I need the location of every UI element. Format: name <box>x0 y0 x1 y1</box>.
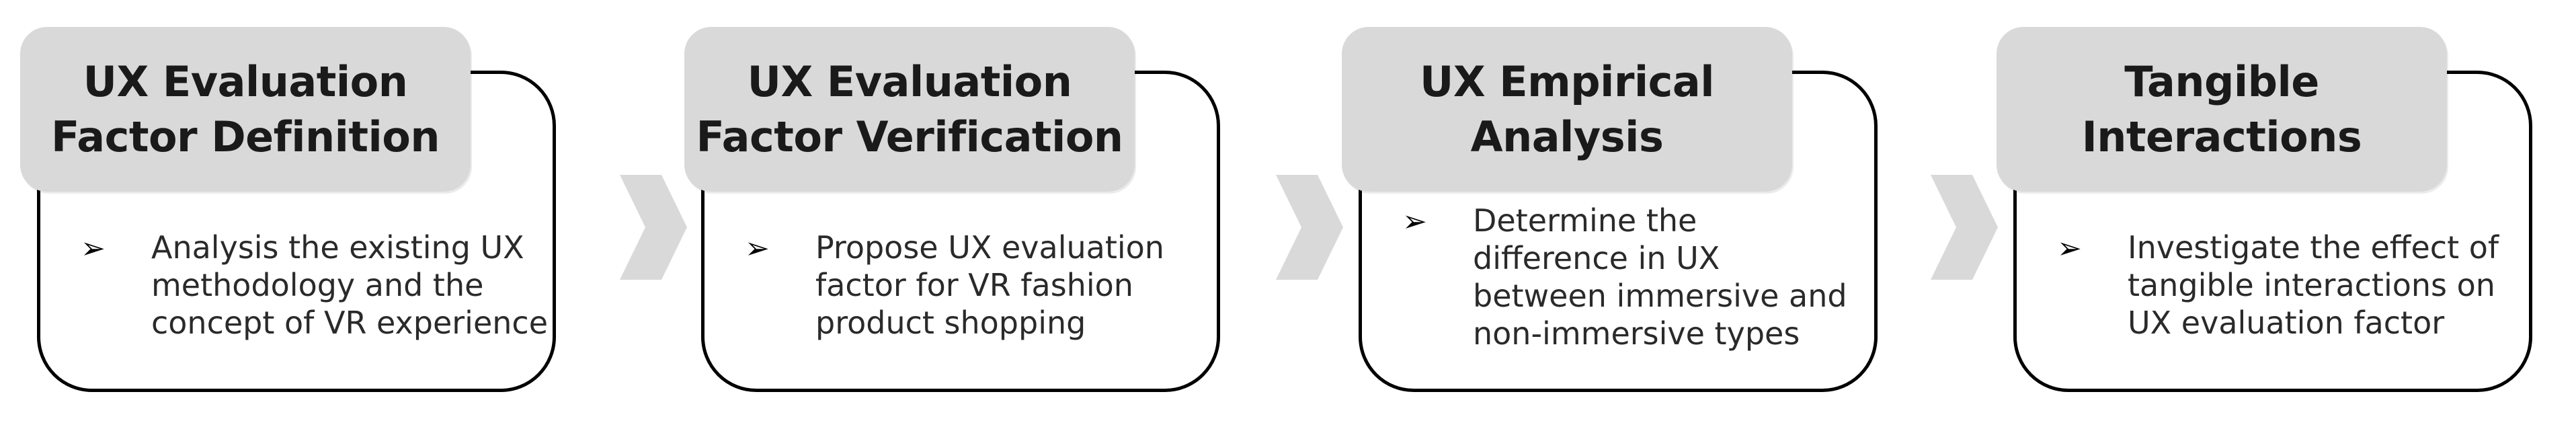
bullet-arrow-icon: ➢ <box>1402 204 1427 239</box>
stage-title: UX Empirical Analysis <box>1420 56 1715 161</box>
stage-title-tab: Tangible Interactions <box>1997 27 2447 192</box>
flow-arrow-icon <box>620 175 687 280</box>
stage-title: Tangible Interactions <box>2081 56 2362 161</box>
stage-title-tab: UX Evaluation Factor Definition <box>20 27 471 192</box>
stage-title-tab: UX Evaluation Factor Verification <box>684 27 1135 192</box>
flow-arrow-icon <box>1276 175 1343 280</box>
stage-bullet: ➢ Analysis the existing UX methodology a… <box>81 229 548 390</box>
stage-ux-evaluation-factor-verification: UX Evaluation Factor Verification ➢ Prop… <box>684 0 1262 427</box>
stage-bullet: ➢ Investigate the effect of tangible int… <box>2057 229 2521 390</box>
stage-tangible-interactions: Tangible Interactions ➢ Investigate the … <box>1997 0 2575 427</box>
stage-description: Investigate the effect of tangible inter… <box>2128 229 2499 341</box>
stage-description: Analysis the existing UX methodology and… <box>151 229 549 341</box>
stage-ux-empirical-analysis: UX Empirical Analysis ➢ Determine the di… <box>1342 0 1920 427</box>
bullet-arrow-icon: ➢ <box>745 231 770 266</box>
stage-bullet: ➢ Propose UX evaluation factor for VR fa… <box>745 229 1209 390</box>
stage-description: Propose UX evaluation factor for VR fash… <box>815 229 1164 341</box>
stage-title: UX Evaluation Factor Definition <box>51 56 440 161</box>
stage-description: Determine the difference in UX between i… <box>1473 202 1847 352</box>
stage-title: UX Evaluation Factor Verification <box>696 56 1123 161</box>
bullet-arrow-icon: ➢ <box>81 231 106 266</box>
stage-title-tab: UX Empirical Analysis <box>1342 27 1792 192</box>
flow-arrow-icon <box>1931 175 1998 280</box>
bullet-arrow-icon: ➢ <box>2057 231 2082 266</box>
stage-bullet: ➢ Determine the difference in UX between… <box>1402 202 1866 363</box>
stage-ux-evaluation-factor-definition: UX Evaluation Factor Definition ➢ Analys… <box>20 0 598 427</box>
